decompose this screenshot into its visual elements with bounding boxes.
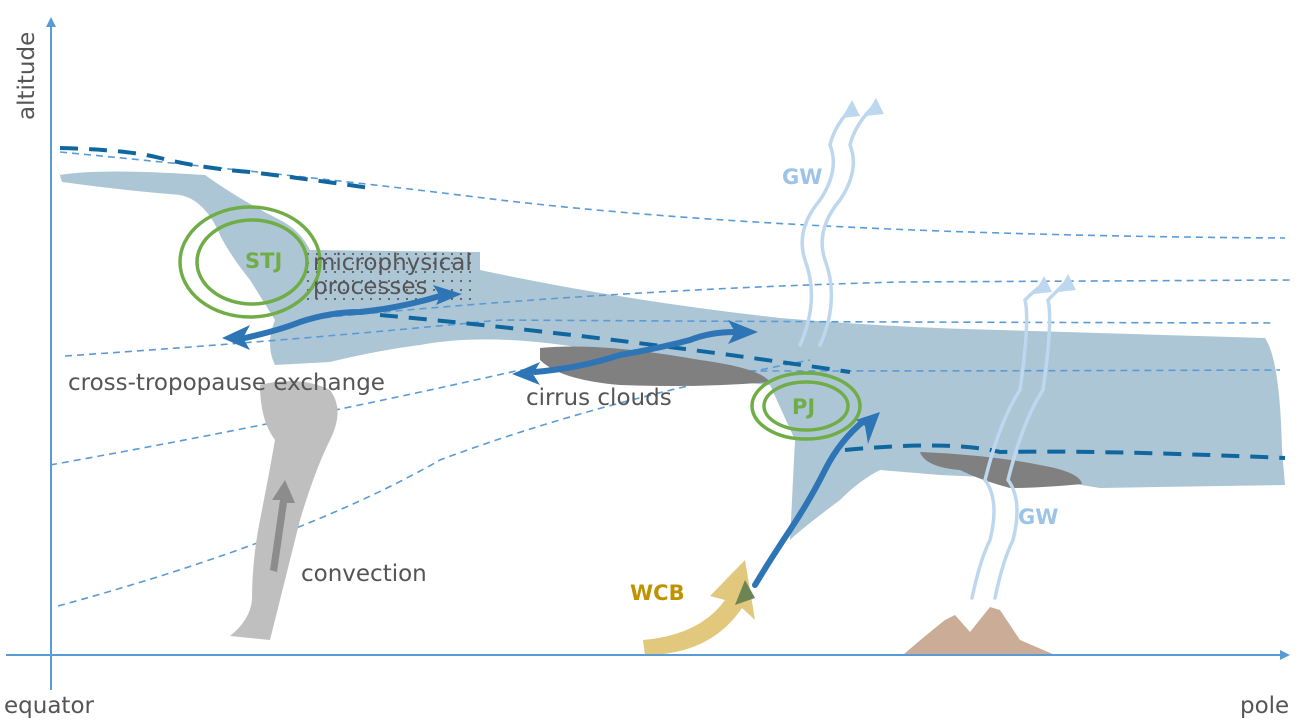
tropopause-line-polar: [844, 443, 1286, 460]
pj-label: PJ: [792, 395, 815, 419]
exchange-arrow-stj: [242, 293, 443, 341]
stj-label: STJ: [245, 249, 282, 273]
gravity-wave-lower-1: [970, 283, 1044, 600]
microphysical-label-line1: microphysical: [313, 250, 472, 276]
convection-label: convection: [301, 561, 427, 587]
exchange-arrow-wcb: [752, 417, 868, 588]
wcb-label: WCB: [630, 581, 685, 605]
arrowhead-cirrus-right: [728, 320, 758, 344]
isentrope-5: [57, 359, 811, 607]
gw-arrowhead-1: [842, 100, 860, 118]
gw-upper-label: GW: [782, 165, 822, 189]
stj-ring-outer: [178, 205, 322, 319]
cirrus-cloud-1: [540, 346, 770, 386]
gravity-wave-lower-2: [993, 281, 1067, 600]
y-axis-label: altitude: [14, 32, 40, 120]
gw-arrowhead-3: [1034, 276, 1052, 294]
isentrope-2: [299, 279, 1291, 321]
tropopause-line-subtropical: [379, 313, 851, 374]
cross-tropopause-label: cross-tropopause exchange: [68, 370, 385, 396]
arrowhead-stj-right: [433, 285, 462, 305]
arrowhead-stj-left: [222, 325, 250, 350]
pj-ring-inner: [762, 380, 850, 432]
gw-lower-label: GW: [1018, 505, 1058, 529]
cirrus-cloud-2: [920, 452, 1082, 488]
gravity-wave-upper-1: [798, 108, 852, 347]
exchange-arrow-cirrus: [532, 329, 738, 375]
stj-ring-inner: [195, 218, 309, 306]
microphysical-label-line2: processes: [313, 274, 428, 300]
arrowhead-cirrus-left: [512, 362, 540, 385]
x-axis-right-label: pole: [1240, 693, 1289, 719]
arrowhead-wcb-up: [856, 412, 880, 444]
cirrus-label: cirrus clouds: [526, 385, 672, 411]
wcb-arrow: [643, 560, 755, 655]
gw-arrowhead-4: [1058, 274, 1076, 292]
x-axis-left-label: equator: [4, 693, 95, 719]
wcb-arrow-tip: [735, 580, 755, 605]
convection-arrow: [270, 480, 295, 572]
pj-ring-outer: [750, 371, 862, 441]
gw-arrowhead-2: [865, 98, 884, 116]
gravity-wave-upper-2: [818, 106, 874, 347]
mountain: [903, 607, 1055, 655]
tropopause-line-tropical: [59, 146, 371, 190]
